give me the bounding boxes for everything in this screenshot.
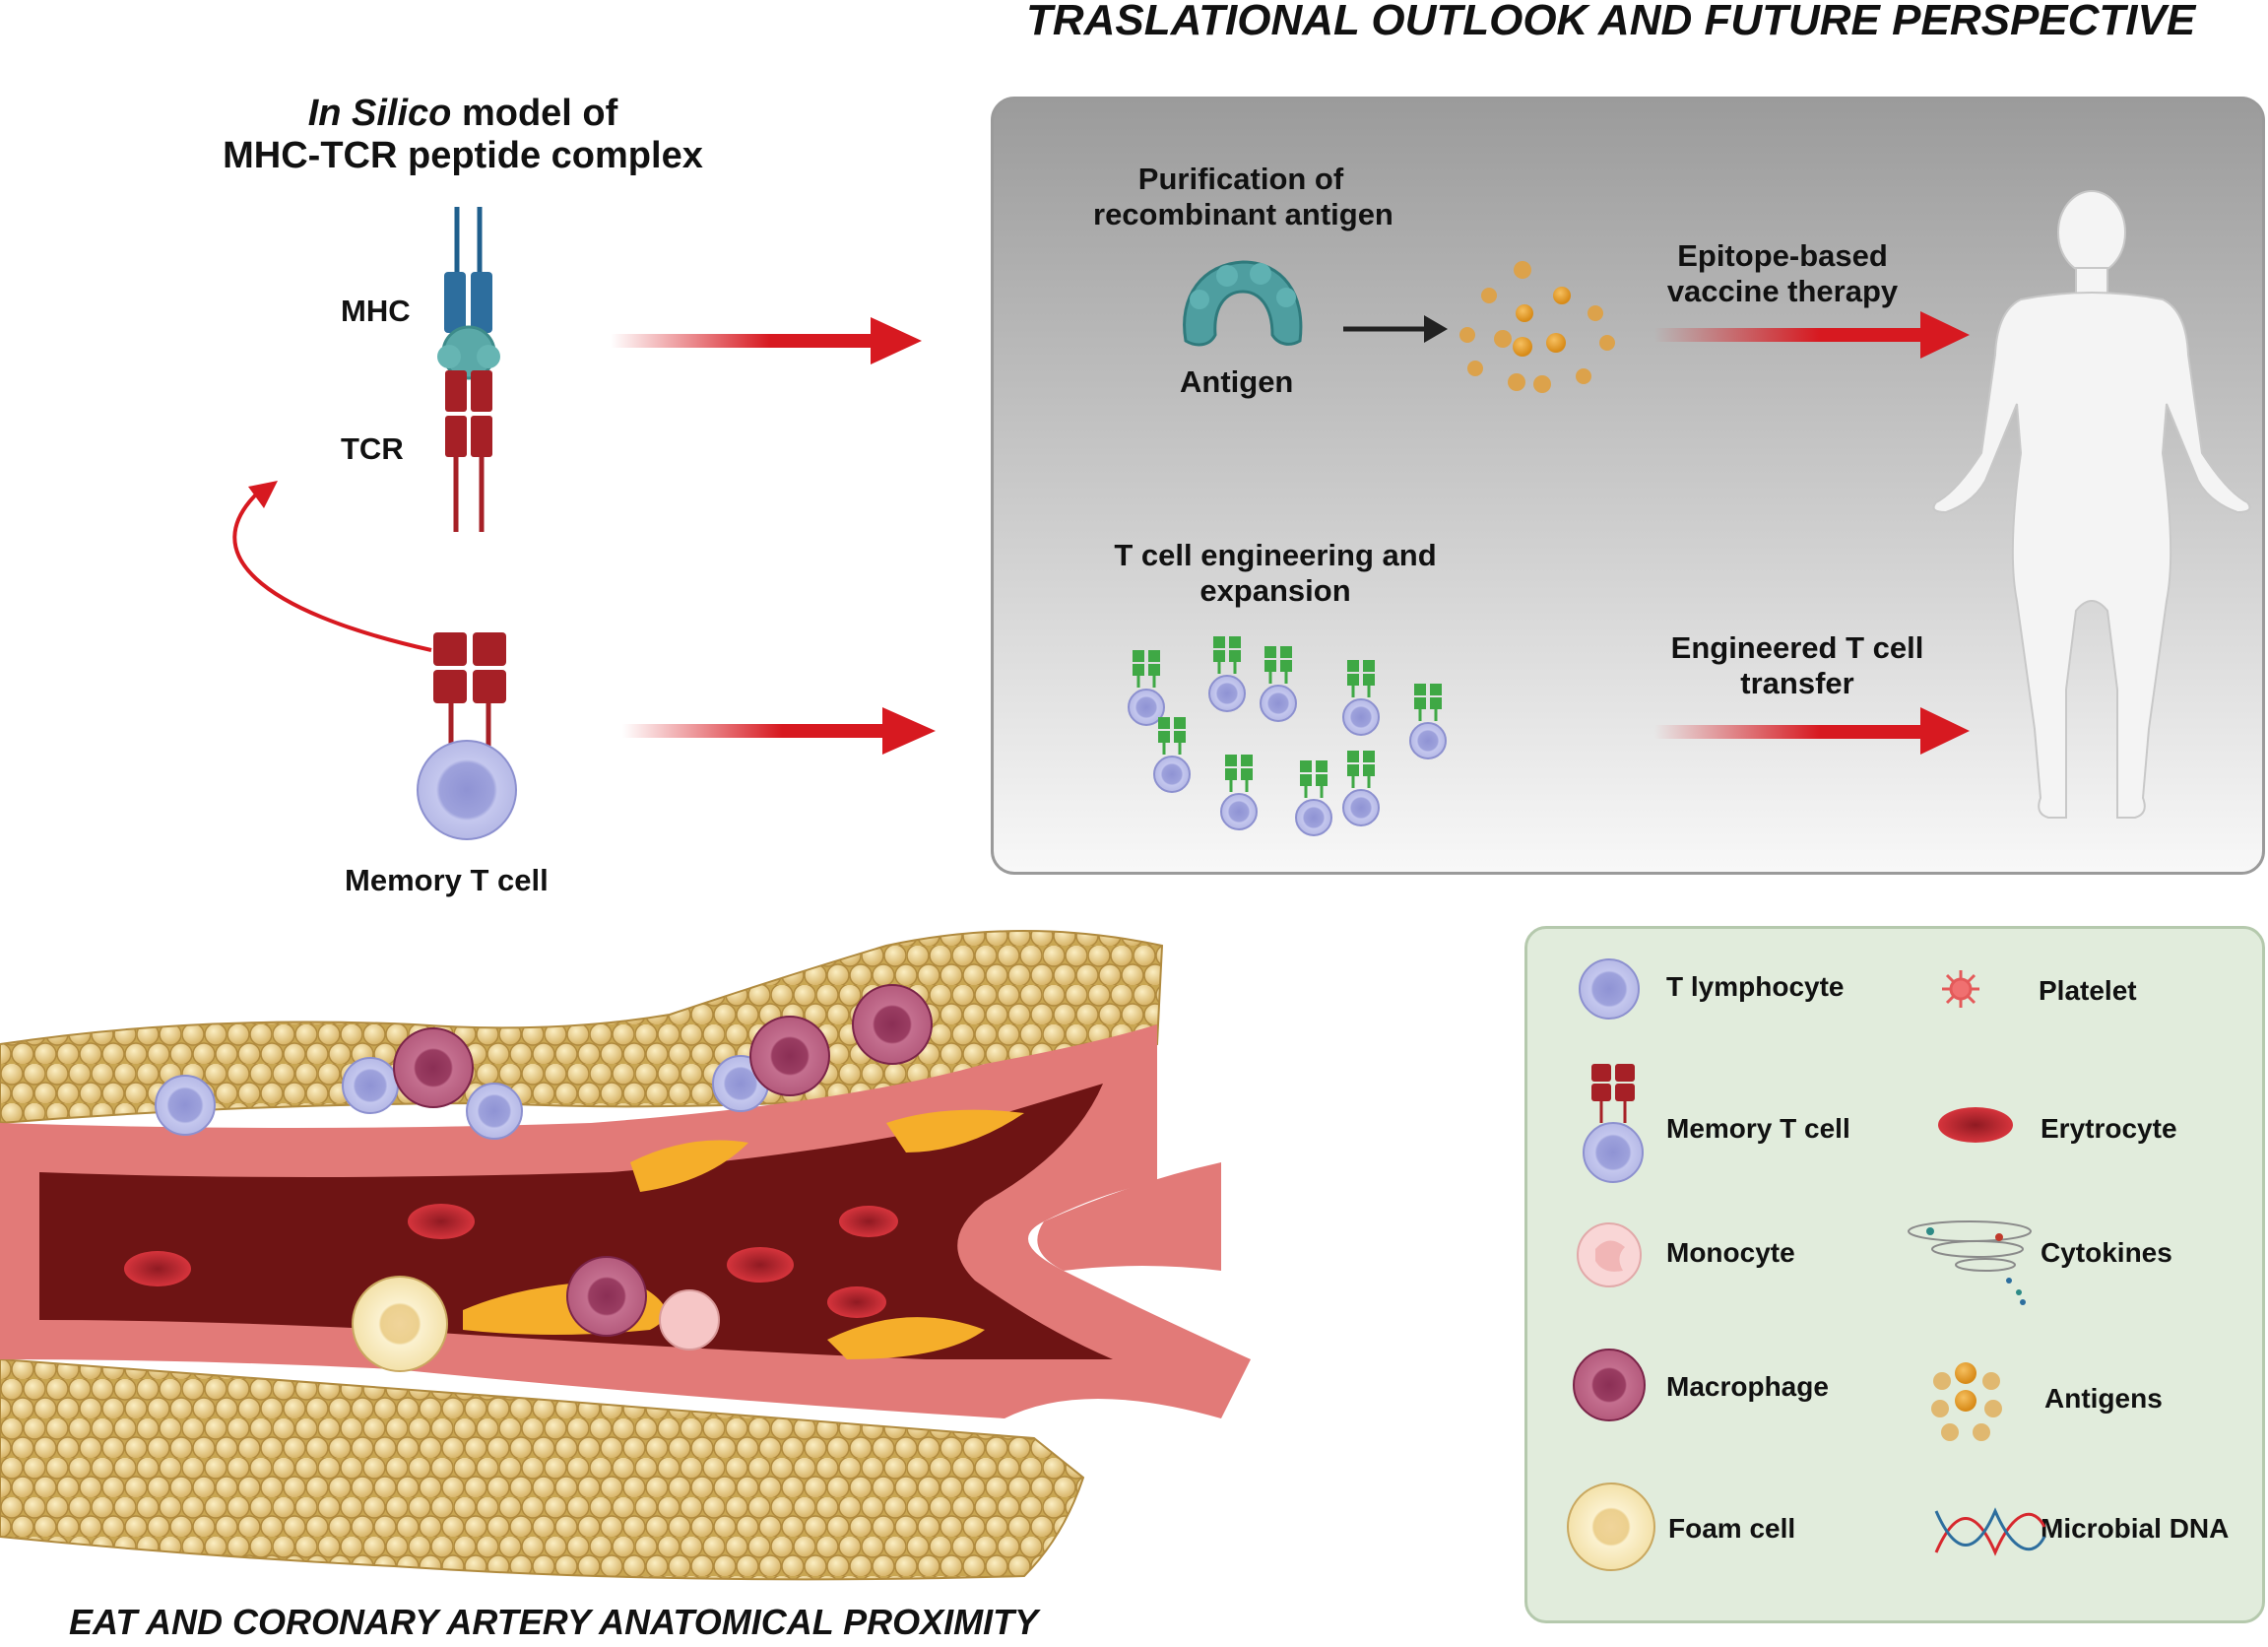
mhc-chain-left [444, 272, 466, 333]
purification-arrow [1343, 315, 1448, 343]
engineered-t-cells [1128, 636, 1447, 836]
transfer-line1: Engineered T cell [1670, 630, 1924, 665]
legend-t-lymphocyte-icon [1579, 958, 1640, 1020]
legend-microbial-dna-label: Microbial DNA [2041, 1513, 2230, 1544]
purification-line1: Purification of [1137, 162, 1344, 196]
legend-cytokines-label: Cytokines [2041, 1237, 2172, 1268]
legend-antigens-icon [1931, 1362, 2002, 1441]
arrow-mhc-to-panel [611, 317, 922, 364]
antigen-label: Antigen [1180, 364, 1294, 399]
legend-foam-cell-label: Foam cell [1668, 1513, 1796, 1544]
transfer-line2: transfer [1740, 666, 1854, 700]
plaque-2 [886, 1109, 1024, 1153]
legend-cytokines-icon [1908, 1220, 2032, 1305]
mhc-chain-right [471, 272, 492, 333]
purification-label: Purification of recombinant antigen [1093, 162, 1393, 232]
legend-microbial-dna-icon [1934, 1507, 2046, 1556]
legend-platelet-label: Platelet [2039, 975, 2137, 1006]
engineered-t-cell [1220, 755, 1258, 830]
engineered-t-cell [1128, 650, 1165, 726]
transfer-label: Engineered T cell transfer [1635, 630, 1960, 701]
top-title: TRASLATIONAL OUTLOOK AND FUTURE PERSPECT… [1026, 0, 2196, 44]
tcr-chain-left-top [445, 370, 467, 412]
antigen-dots [1459, 261, 1615, 393]
legend-memory-t-cell-icon [1583, 1064, 1644, 1183]
engineering-label: T cell engineering and expansion [1093, 538, 1458, 609]
engineered-t-cell [1342, 660, 1380, 736]
arrow-tcell-to-panel [622, 707, 936, 755]
engineering-line1: T cell engineering and [1114, 538, 1437, 572]
artery-scene [0, 930, 1251, 1581]
antigen-icon [1183, 260, 1303, 347]
mhc-tcr-complex [437, 207, 500, 532]
purification-line2: recombinant antigen [1093, 197, 1393, 231]
engineered-t-cell [1409, 684, 1447, 759]
in-silico-rest: model of [451, 93, 618, 134]
legend-macrophage-label: Macrophage [1666, 1371, 1829, 1402]
adipose-bottom [0, 1357, 1085, 1581]
legend-macrophage-icon [1573, 1349, 1646, 1421]
engineered-t-cell [1342, 751, 1380, 826]
mhc-label: MHC [341, 294, 411, 328]
legend-erytrocyte-icon [1938, 1107, 2013, 1143]
curved-arrow [232, 491, 432, 652]
human-silhouette [1932, 190, 2251, 819]
legend-platelet-icon [1942, 970, 1979, 1008]
engineered-t-cell [1260, 646, 1297, 722]
engineering-line2: expansion [1199, 573, 1351, 608]
legend-monocyte-icon [1577, 1222, 1642, 1287]
tcr-label: TCR [341, 431, 404, 466]
bottom-title: EAT AND CORONARY ARTERY ANATOMICAL PROXI… [69, 1602, 1039, 1642]
in-silico-line2: MHC-TCR peptide complex [223, 135, 703, 176]
memory-t-cell-label: Memory T cell [345, 863, 549, 897]
legend-memory-t-cell-label: Memory T cell [1666, 1113, 1850, 1144]
epitope-line2: vaccine therapy [1666, 274, 1899, 308]
arrow-transfer [1654, 707, 1970, 755]
legend-foam-cell-icon [1567, 1482, 1655, 1571]
memory-t-cell-icon [417, 632, 517, 840]
epitope-line1: Epitope-based [1677, 238, 1888, 273]
epitope-label: Epitope-based vaccine therapy [1635, 238, 1930, 309]
legend-erytrocyte-label: Erytrocyte [2041, 1113, 2177, 1144]
engineered-t-cell [1295, 760, 1332, 836]
in-silico-title: In Silico model of MHC-TCR peptide compl… [148, 93, 778, 177]
legend-antigens-label: Antigens [2044, 1383, 2163, 1414]
bifurcation [1037, 1162, 1221, 1271]
legend-icons [1567, 958, 2046, 1571]
engineered-t-cell [1208, 636, 1246, 712]
arrow-vaccine [1654, 311, 1970, 359]
in-silico-italic: In Silico [307, 93, 452, 134]
plaque-4 [827, 1317, 985, 1359]
legend-monocyte-label: Monocyte [1666, 1237, 1795, 1268]
plaque-1 [630, 1140, 748, 1192]
engineered-t-cell [1153, 717, 1191, 793]
legend-t-lymphocyte-label: T lymphocyte [1666, 971, 1845, 1002]
